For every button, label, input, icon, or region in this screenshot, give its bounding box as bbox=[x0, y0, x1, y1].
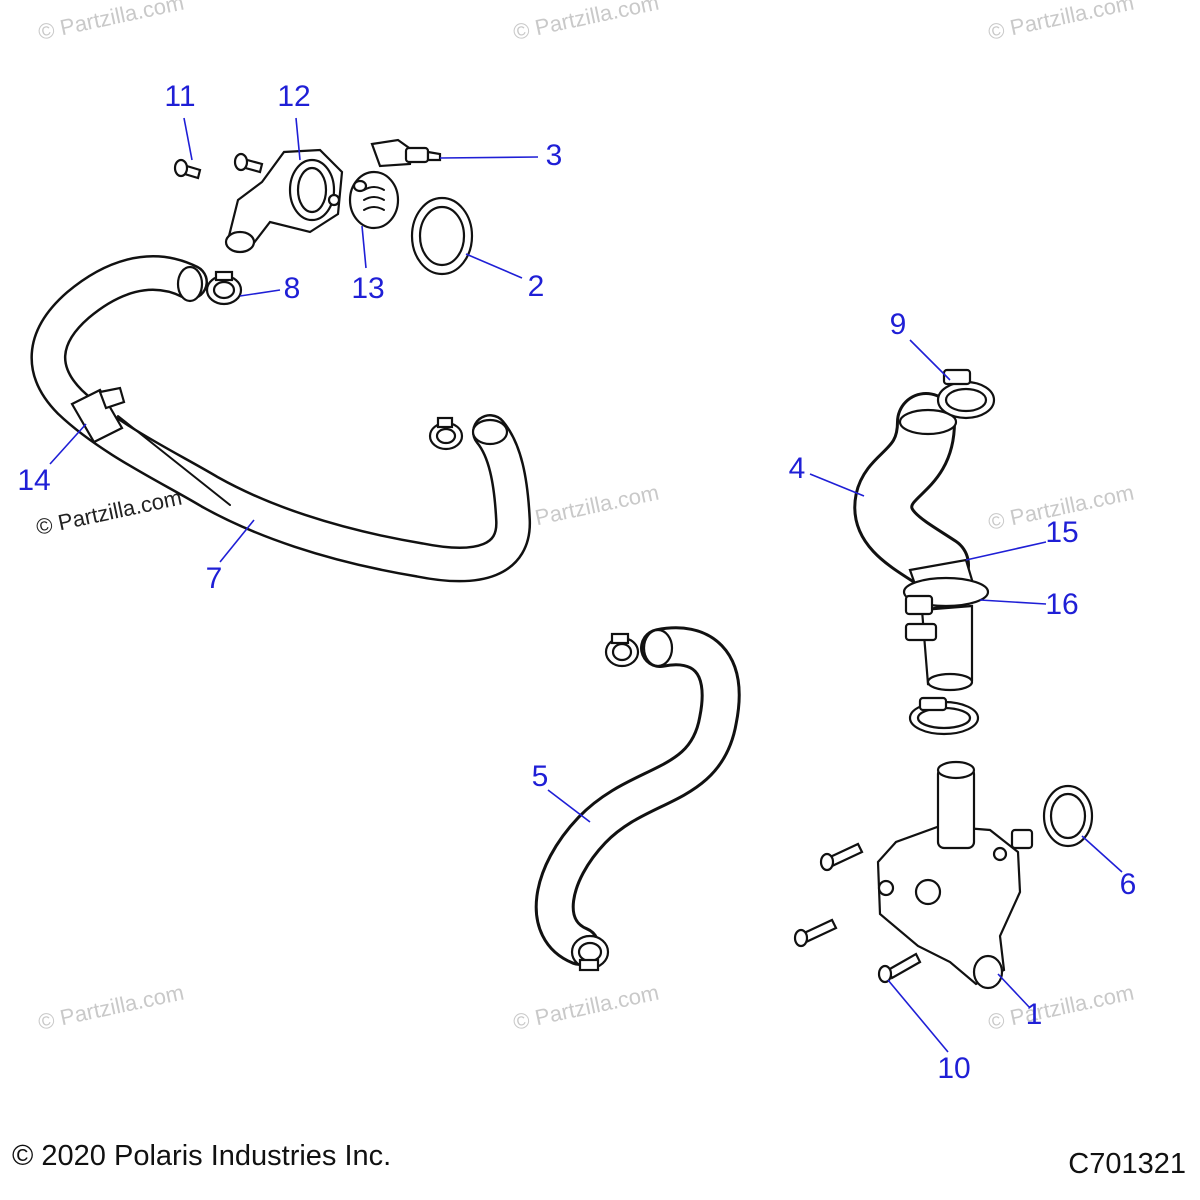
watermark: © Partzilla.com bbox=[511, 480, 661, 535]
seal-ring-6[interactable] bbox=[1042, 784, 1094, 848]
hose-clamp-5-lower[interactable] bbox=[570, 934, 610, 972]
callout-4: 4 bbox=[789, 452, 806, 485]
hose-clamp-8[interactable] bbox=[205, 270, 243, 306]
watermark: © Partzilla.com bbox=[511, 980, 661, 1035]
hose-4[interactable] bbox=[853, 392, 970, 595]
callout-11: 11 bbox=[164, 80, 195, 113]
hose-7[interactable] bbox=[30, 255, 531, 583]
callout-12: 12 bbox=[277, 80, 310, 113]
callout-3: 3 bbox=[546, 139, 563, 172]
hose-clamp-7[interactable] bbox=[428, 416, 464, 451]
watermark: © Partzilla.com bbox=[986, 0, 1136, 45]
callout-9: 9 bbox=[890, 308, 907, 341]
bolt-11[interactable] bbox=[173, 152, 264, 180]
hose-clamp-9[interactable] bbox=[936, 368, 996, 420]
copyright-notice: © 2020 Polaris Industries Inc. bbox=[12, 1140, 392, 1172]
hose-clamp-5-upper[interactable] bbox=[604, 632, 640, 668]
watermark-strong: © Partzilla.com bbox=[34, 485, 184, 540]
watermark: © Partzilla.com bbox=[36, 980, 186, 1035]
callout-10: 10 bbox=[937, 1052, 970, 1085]
seal-ring-2[interactable] bbox=[410, 196, 474, 276]
hose-sleeve-14[interactable] bbox=[70, 386, 126, 444]
hose-5[interactable] bbox=[534, 626, 741, 966]
figure-code: C701321 bbox=[1068, 1148, 1186, 1180]
callout-16: 16 bbox=[1045, 588, 1078, 621]
bolt-10[interactable] bbox=[793, 842, 922, 984]
watermark: © Partzilla.com bbox=[36, 0, 186, 45]
coupler-15-16[interactable] bbox=[902, 558, 990, 692]
callout-13: 13 bbox=[351, 272, 384, 305]
leader-lines bbox=[49, 117, 1123, 1053]
thermostat-13[interactable] bbox=[348, 170, 400, 230]
water-pump-1[interactable] bbox=[876, 760, 1034, 990]
callout-5: 5 bbox=[532, 760, 549, 793]
callout-14: 14 bbox=[17, 464, 50, 497]
watermark: © Partzilla.com bbox=[986, 980, 1136, 1035]
temp-sensor-3[interactable] bbox=[370, 138, 442, 168]
callout-2: 2 bbox=[528, 270, 545, 303]
callout-7: 7 bbox=[206, 562, 223, 595]
thermostat-housing-12[interactable] bbox=[224, 148, 344, 254]
callout-8: 8 bbox=[284, 272, 301, 305]
callout-1: 1 bbox=[1026, 998, 1043, 1031]
callout-labels: 11 12 3 2 13 8 14 7 9 4 15 16 5 6 1 10 bbox=[17, 80, 1136, 1085]
callout-6: 6 bbox=[1120, 868, 1137, 901]
hose-clamp-lower[interactable] bbox=[908, 696, 980, 736]
callout-15: 15 bbox=[1045, 516, 1078, 549]
watermark: © Partzilla.com bbox=[511, 0, 661, 45]
